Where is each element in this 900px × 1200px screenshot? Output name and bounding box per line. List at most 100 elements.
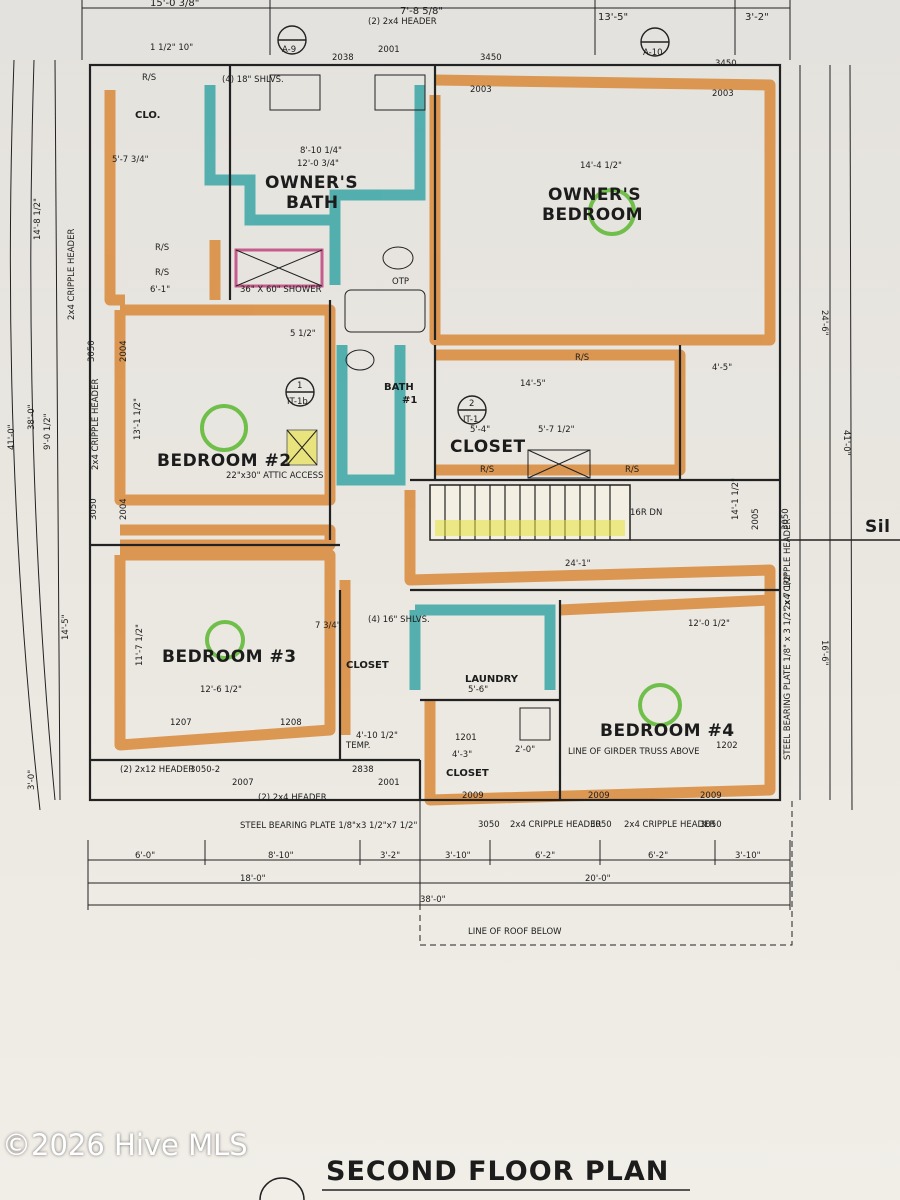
header-2x12: (2) 2x12 HEADER [120,765,194,775]
dim-12-0-1-2: 12'-0 1/2" [688,619,730,629]
cripple-header-b1: 2x4 CRIPPLE HEADER [510,820,601,830]
dim-right-24-6: 24'-6" [819,310,829,336]
window-2038: 2038 [332,53,354,63]
dim-btm-6: 6'-2" [648,851,668,861]
side-dimension-lines [9,59,853,811]
bedroom-4-label: BEDROOM #4 [600,721,735,741]
dim-right-41-0: 41'-0" [841,430,851,456]
marker-n1: 1 [297,381,302,391]
owners-bedroom-label-1: OWNER'S [548,185,641,205]
rs-3: R/S [155,268,169,278]
window-3050-b1: 3050 [478,820,500,830]
dim-btm-2: 8'-10" [268,851,294,861]
marker-it1b: IT-1b [287,397,308,407]
otp-label: OTP [392,277,409,287]
header-2x4-btm: (2) 2x4 HEADER [258,793,327,803]
marker-it1: IT-1 [463,415,478,425]
tag-1202: 1202 [716,741,738,751]
dim-1-1-2-10: 1 1/2" 10" [150,43,193,53]
dim-left-41-0: 41'-0" [7,424,17,450]
dim-5-6: 5'-6" [468,685,488,695]
dim-btm-4: 3'-10" [445,851,471,861]
bedroom-3-label: BEDROOM #3 [162,647,297,667]
steel-plate-right: STEEL BEARING PLATE 1/8" x 3 1/2" x 7 1/… [783,572,793,760]
cripple-header-b2: 2x4 CRIPPLE HEADER [624,820,715,830]
tag-2009-a: 2009 [462,791,484,801]
dim-4-3: 4'-3" [452,750,472,760]
dim-5-7-1-2: 5'-7 1/2" [538,425,575,435]
closet-hall-label: CLOSET [450,437,526,457]
title-marker [259,1177,690,1200]
dim-btm-5: 6'-2" [535,851,555,861]
tag-2004-left-2: 2004 [119,498,129,520]
rs-2: R/S [155,243,169,253]
cripple-header-left-2: 2x4 CRIPPLE HEADER [91,379,101,470]
shower-label: 36" X 60" SHOWER [240,285,322,295]
tag-2005: 2005 [751,508,761,530]
dim-btm-1: 6'-0" [135,851,155,861]
dim-5-1-2: 5 1/2" [290,329,316,339]
laundry-label: LAUNDRY [465,674,519,685]
dim-6-1: 6'-1" [150,285,170,295]
dim-5-7-3-4: 5'-7 3/4" [112,155,149,165]
dim-top-4: 3'-2" [745,12,769,23]
cripple-header-right: 2x4 CRIPPLE HEADER [783,519,793,610]
building-outline [88,63,782,802]
dim-2-0: 2'-0" [515,745,535,755]
bath-1-label-b: #1 [402,395,417,406]
dim-left-9-0: 9'-0 1/2" [43,413,53,450]
tag-2004-left-1: 2004 [119,340,129,362]
dim-12-0-3-4: 12'-0 3/4" [297,159,339,169]
window-3050-b3: 3050 [700,820,722,830]
dim-14-5: 14'-5" [520,379,546,389]
tag-1201: 1201 [455,733,477,743]
marker-a10: A-10 [643,48,663,58]
window-3450-b: 3450 [715,59,737,69]
bath-1-label-a: BATH [384,382,414,393]
fixtures [234,74,591,741]
rs-1: R/S [142,73,156,83]
dim-right-16-6: 16'-6" [819,640,829,666]
tag-2001-top: 2001 [378,45,400,55]
dim-4-5: 4'-5" [712,363,732,373]
marker-a9: A-9 [282,45,296,55]
staircase [429,484,900,541]
window-3050-right: 3050 [781,508,791,530]
bath-highlights [204,85,556,690]
owners-bedroom-label-2: BEDROOM [542,205,643,225]
dim-24-1: 24'-1" [565,559,591,569]
dim-top-3: 13'-5" [598,12,628,23]
window-3050-b2: 3050 [590,820,612,830]
dim-top-2: 7'-8 5/8" [400,6,443,17]
shelves-16: (4) 16" SHLVS. [368,615,430,625]
dim-12-6-1-2: 12'-6 1/2" [200,685,242,695]
bedroom-2-label: BEDROOM #2 [157,451,292,471]
dim-left-38-0: 38'-0" [27,404,37,430]
girder-note: LINE OF GIRDER TRUSS ABOVE [568,747,700,757]
dim-top-1: 15'-0 3/8" [150,0,199,9]
marker-n2: 2 [469,399,474,409]
shelves-18: (4) 18" SHLVS. [222,75,284,85]
rs-6: R/S [625,465,639,475]
section-markers [277,25,670,425]
watermark: ©2026 Hive MLS [2,1128,248,1162]
dim-4-10-1-2: 4'-10 1/2" [356,731,398,741]
tag-2003-b: 2003 [712,89,734,99]
top-dimension-lines [81,0,791,60]
bottom-dimension-lines [87,800,793,946]
tag-1207: 1207 [170,718,192,728]
tag-2003-a: 2003 [470,85,492,95]
owners-bath-label-2: BATH [286,193,339,213]
dim-left-14-8: 14'-8 1/2" [33,198,43,240]
dim-38-0: 38'-0" [420,895,446,905]
temp-label: TEMP. [345,741,370,751]
attic-access-label: 22"x30" ATTIC ACCESS [226,471,323,481]
dim-left-14-5: 14'-5" [61,614,71,640]
dim-14-4-1-2: 14'-4 1/2" [580,161,622,171]
closet-bed3-label: CLOSET [346,660,389,671]
plan-title: SECOND FLOOR PLAN [326,1156,669,1187]
window-3050-left-2: 3050 [89,498,99,520]
dim-7-3-4: 7 3/4" [315,621,341,631]
window-3450-a: 3450 [480,53,502,63]
